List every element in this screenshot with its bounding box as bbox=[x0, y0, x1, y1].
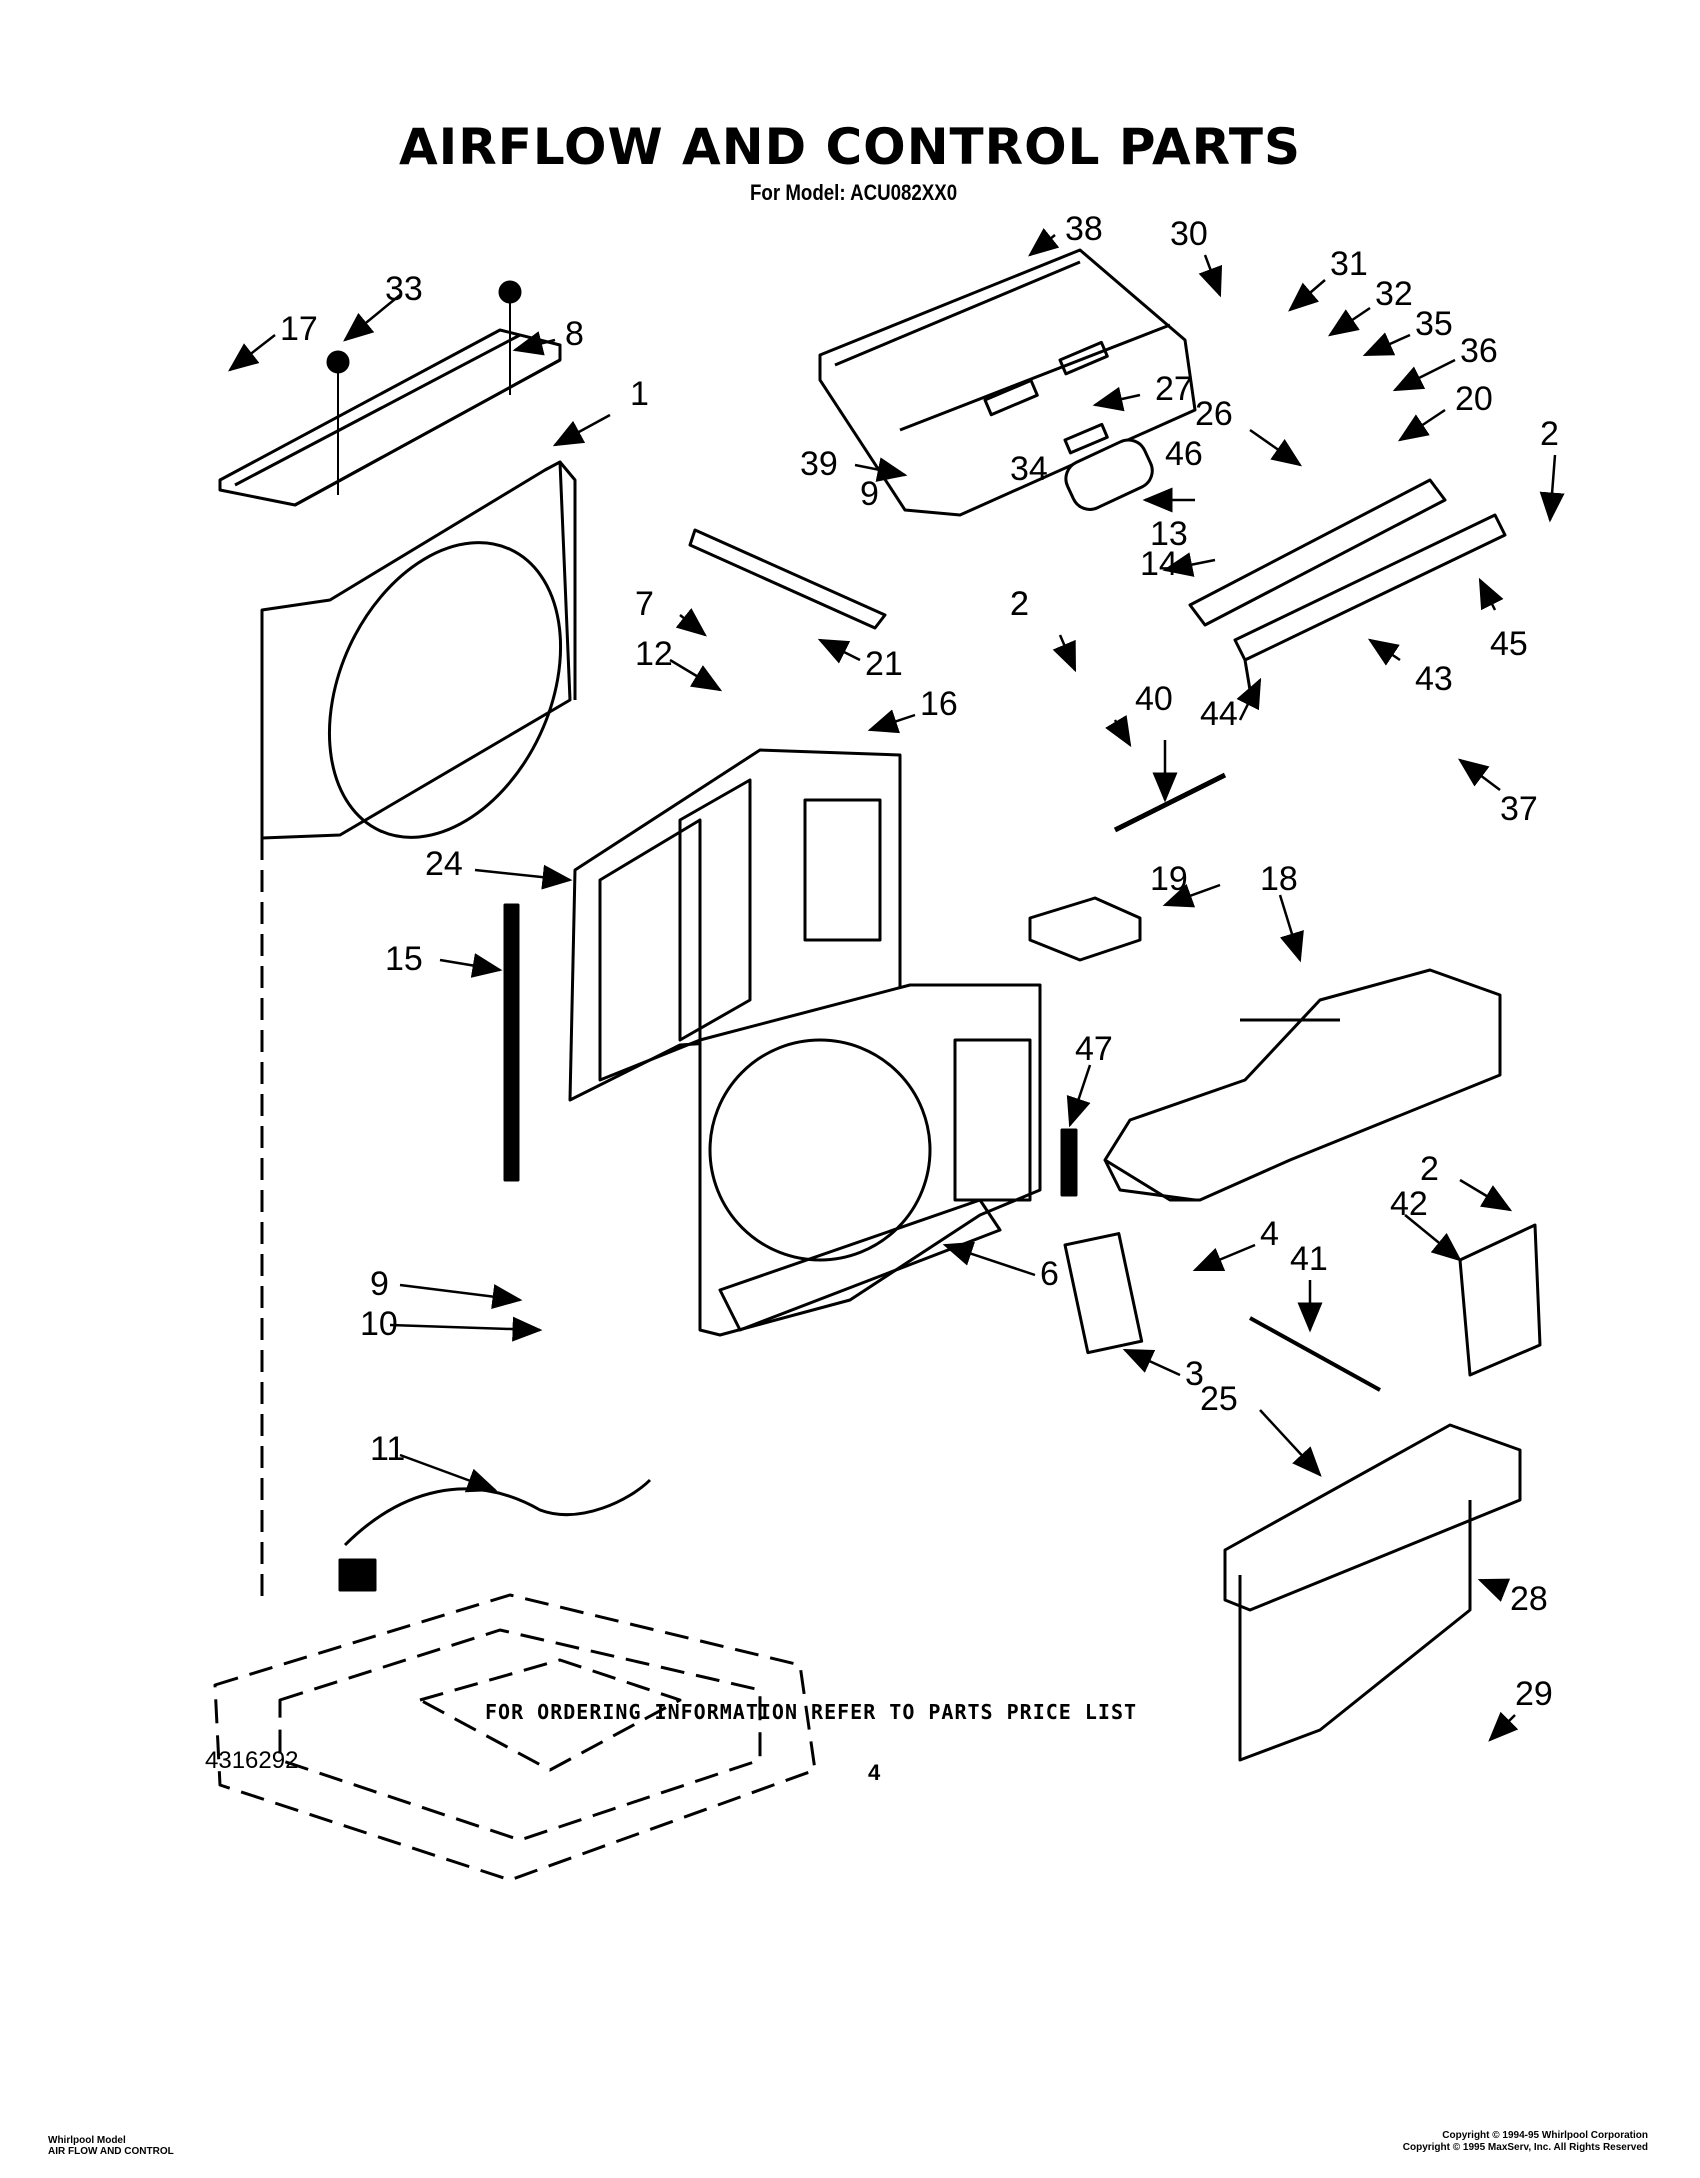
part-20-rail bbox=[1188, 478, 1507, 691]
callout: 6 bbox=[1040, 1255, 1059, 1293]
callout: 4 bbox=[1260, 1215, 1279, 1253]
part-42-grille bbox=[1458, 1223, 1542, 1377]
part-15-gasket bbox=[503, 903, 520, 1182]
callout: 25 bbox=[1200, 1380, 1238, 1418]
callout: 16 bbox=[920, 685, 958, 723]
model-line: For Model: ACU082XX0 bbox=[750, 180, 958, 205]
footer-left: Whirlpool Model AIR FLOW AND CONTROL bbox=[48, 2135, 174, 2157]
callout: 9 bbox=[370, 1265, 389, 1303]
callout: 42 bbox=[1390, 1185, 1428, 1223]
part-1-shroud bbox=[260, 460, 577, 1600]
callout: 18 bbox=[1260, 860, 1298, 898]
callout: 21 bbox=[865, 645, 903, 683]
callout: 20 bbox=[1455, 380, 1493, 418]
callout: 46 bbox=[1165, 435, 1203, 473]
part-11-harness bbox=[338, 1478, 652, 1592]
document-number: 4316292 bbox=[205, 1747, 299, 1774]
callout: 3 bbox=[1185, 1355, 1204, 1393]
footer-right: Copyright © 1994-95 Whirlpool Corporatio… bbox=[1403, 2130, 1648, 2154]
callout: 13 bbox=[1150, 515, 1188, 553]
callout: 44 bbox=[1200, 695, 1238, 733]
part-8-bracket bbox=[218, 280, 562, 507]
part-19 bbox=[1028, 896, 1142, 962]
part-47 bbox=[1060, 1128, 1078, 1197]
part-41-rod bbox=[1249, 1316, 1381, 1392]
callout-labels: 38 30 31 32 35 36 27 26 20 2 33 17 8 1 3… bbox=[280, 210, 1559, 1713]
footer-left-line2: AIR FLOW AND CONTROL bbox=[48, 2146, 174, 2157]
callout: 12 bbox=[635, 635, 673, 673]
callout: 8 bbox=[565, 315, 584, 353]
footer-left-line1: Whirlpool Model bbox=[48, 2135, 126, 2146]
part-21-bracket bbox=[688, 528, 887, 630]
callout: 27 bbox=[1155, 370, 1193, 408]
callout: 2 bbox=[1420, 1150, 1439, 1188]
callout: 47 bbox=[1075, 1030, 1113, 1068]
copyright-line1: Copyright © 1994-95 Whirlpool Corporatio… bbox=[1442, 2130, 1648, 2141]
callout: 2 bbox=[1010, 585, 1029, 623]
leader-lines bbox=[228, 228, 1565, 1742]
callout: 2 bbox=[1540, 415, 1559, 453]
callout: 31 bbox=[1330, 245, 1368, 283]
callout: 14 bbox=[1140, 545, 1178, 583]
callout: 33 bbox=[385, 270, 423, 308]
callout: 1 bbox=[630, 375, 649, 413]
callout: 40 bbox=[1135, 680, 1173, 718]
callout: 11 bbox=[370, 1430, 405, 1468]
callout: 37 bbox=[1500, 790, 1538, 828]
copyright-line2: Copyright © 1995 MaxServ, Inc. All Right… bbox=[1402, 2142, 1648, 2153]
callout: 15 bbox=[385, 940, 423, 978]
callout: 35 bbox=[1415, 305, 1453, 343]
callout: 29 bbox=[1515, 1675, 1553, 1713]
callout: 45 bbox=[1490, 625, 1528, 663]
ordering-note: FOR ORDERING INFORMATION REFER TO PARTS … bbox=[485, 1700, 1138, 1724]
callout: 10 bbox=[360, 1305, 398, 1343]
callout: 34 bbox=[1010, 450, 1048, 488]
part-38-bracket bbox=[818, 248, 1197, 517]
part-13-capacitor bbox=[1064, 438, 1154, 511]
callout: 26 bbox=[1195, 395, 1233, 433]
callout: 41 bbox=[1290, 1240, 1328, 1278]
callout: 28 bbox=[1510, 1580, 1548, 1618]
callout: 17 bbox=[280, 310, 318, 348]
page-number: 4 bbox=[868, 1760, 881, 1785]
callout: 9 bbox=[860, 475, 879, 513]
callout: 39 bbox=[800, 445, 838, 483]
part-3-plate bbox=[1063, 1232, 1144, 1355]
callout: 24 bbox=[425, 845, 463, 883]
part-40-bolt bbox=[1113, 772, 1227, 833]
callout: 43 bbox=[1415, 660, 1453, 698]
part-6-housing bbox=[698, 983, 1042, 1337]
part-18-duct bbox=[1103, 968, 1502, 1202]
callout: 38 bbox=[1065, 210, 1103, 248]
base-pan bbox=[213, 1593, 817, 1882]
callout: 32 bbox=[1375, 275, 1413, 313]
callout: 2 bbox=[1010, 585, 1029, 623]
callout: 36 bbox=[1460, 332, 1498, 370]
callout: 19 bbox=[1150, 860, 1188, 898]
part-25-panel bbox=[1223, 1423, 1522, 1762]
page-title: AIRFLOW AND CONTROL PARTS bbox=[398, 118, 1302, 176]
callout: 7 bbox=[635, 585, 654, 623]
callout: 30 bbox=[1170, 215, 1208, 253]
